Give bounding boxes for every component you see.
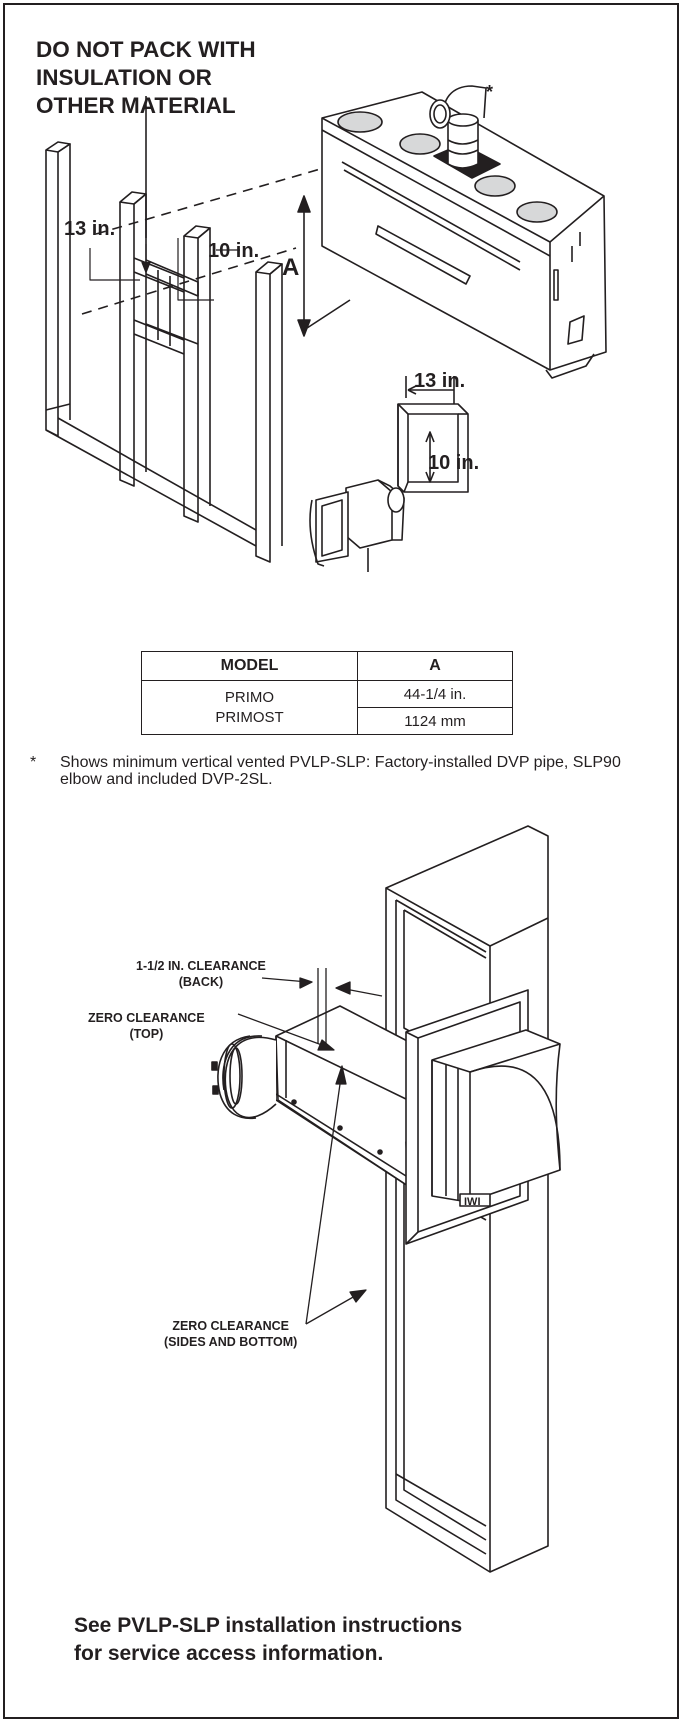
terminal-hood: IWI [431, 1029, 561, 1208]
sides-clearance-label: ZERO CLEARANCE (SIDES AND BOTTOM) [164, 1318, 297, 1350]
header-a: A [357, 651, 513, 681]
dim-13-label: 13 in. [64, 218, 116, 240]
top-clearance-line-1: ZERO CLEARANCE [88, 1011, 205, 1025]
fireplace-unit [321, 85, 607, 379]
warning-line-2: INSULATION OR [36, 65, 212, 90]
dim-10-label: 10 in. [208, 240, 260, 262]
service-note-line-2: for service access information. [74, 1642, 384, 1665]
sides-clearance-line-2: (SIDES AND BOTTOM) [164, 1335, 298, 1349]
top-clearance-label: ZERO CLEARANCE (TOP) [88, 1010, 205, 1042]
sides-clearance-line-1: ZERO CLEARANCE [172, 1319, 289, 1333]
wall-opening-frame [397, 376, 469, 493]
framing-diagram [45, 85, 607, 572]
header-model: MODEL [141, 651, 358, 681]
asterisk-marker: * [486, 82, 494, 102]
page-border [3, 3, 679, 1719]
note-text: Shows minimum vertical vented PVLP-SLP: … [60, 754, 621, 788]
back-clearance-line-2: (BACK) [178, 975, 224, 989]
cell-a-mm: 1124 mm [357, 707, 513, 735]
model-name-1: PRIMO [224, 688, 275, 706]
service-access-note: See PVLP-SLP installation instructions f… [74, 1612, 462, 1668]
note-marker: * [30, 754, 37, 771]
back-clearance-label: 1-1/2 IN. CLEARANCE (BACK) [136, 958, 266, 990]
clearance-indicators [237, 968, 383, 1325]
warning-line-1: DO NOT PACK WITH [36, 37, 256, 62]
model-name-2: PRIMOST [215, 708, 284, 726]
warning-line-3: OTHER MATERIAL [36, 93, 236, 118]
packing-warning: DO NOT PACK WITH INSULATION OR OTHER MAT… [36, 36, 336, 120]
opening-width-label: 13 in. [414, 370, 466, 392]
service-note-line-1: See PVLP-SLP installation instructions [74, 1614, 463, 1637]
termination-cap [309, 479, 405, 572]
vent-body [211, 1005, 441, 1187]
dim-a-arrow [297, 195, 351, 337]
dim-a-label: A [282, 254, 300, 281]
top-clearance-line-2: (TOP) [129, 1027, 164, 1041]
back-clearance-line-1: 1-1/2 IN. CLEARANCE [136, 959, 266, 973]
cell-model: PRIMO PRIMOST [141, 680, 358, 735]
opening-height-label: 10 in. [428, 452, 480, 474]
model-spec-table: MODEL A PRIMO PRIMOST 44-1/4 in. 1124 mm [141, 651, 513, 735]
svg-text:IWI: IWI [464, 1196, 481, 1208]
